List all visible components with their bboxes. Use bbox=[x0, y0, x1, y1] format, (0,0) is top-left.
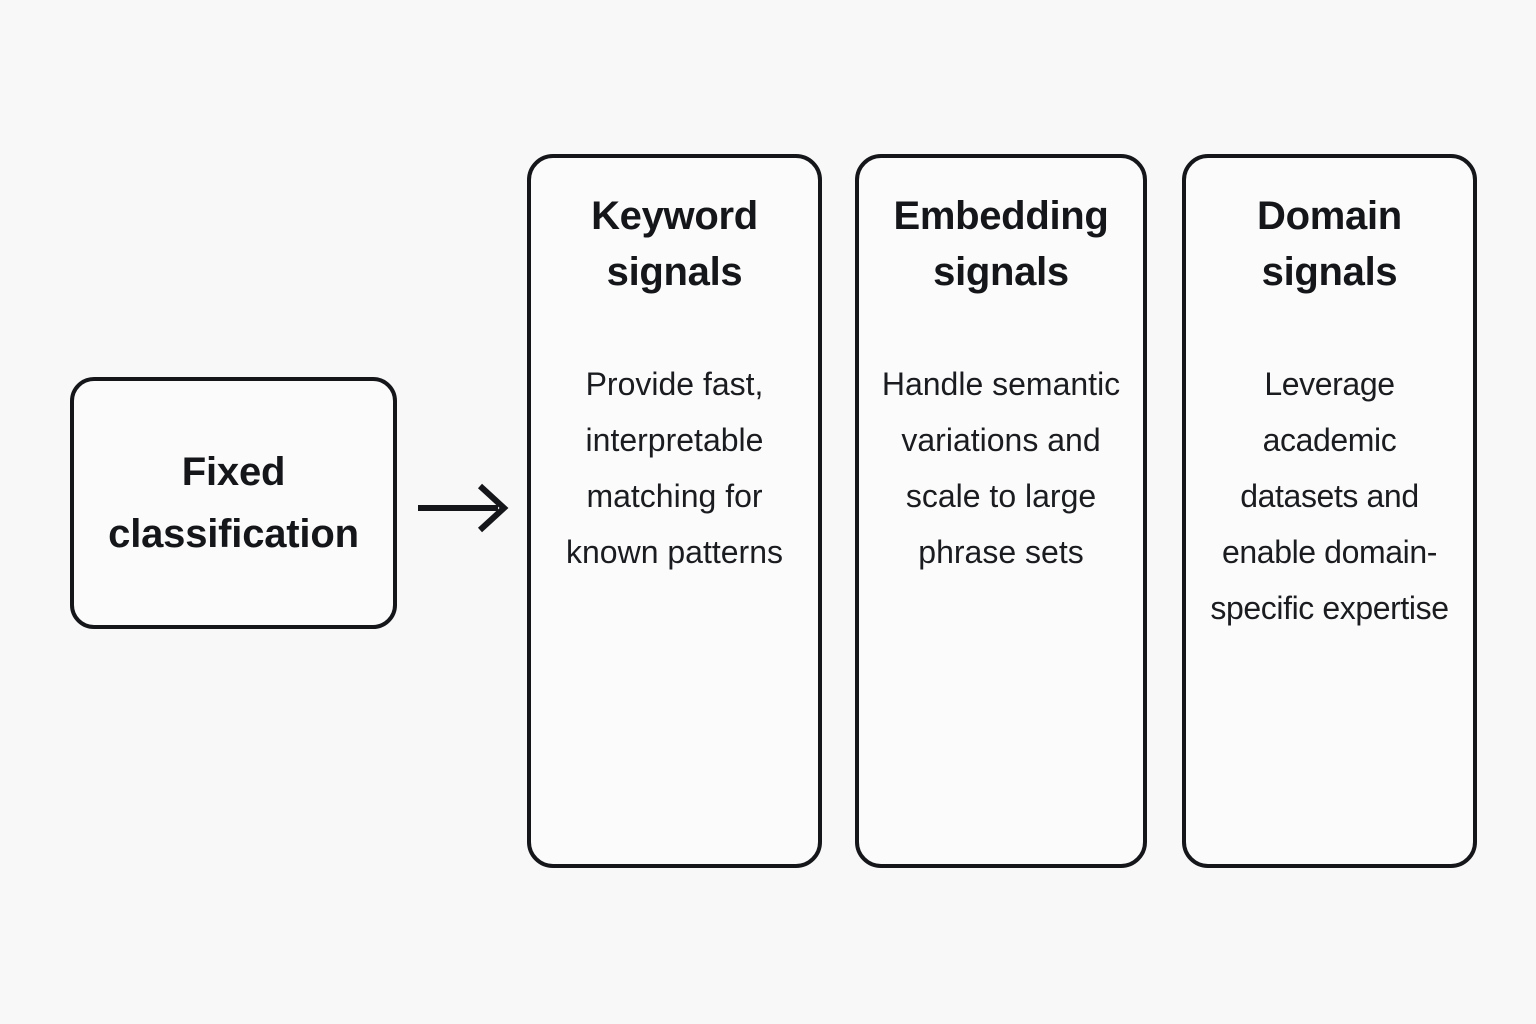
card-domain-signals[interactable]: Domain signals Leverage academic dataset… bbox=[1182, 154, 1477, 868]
card-embedding-signals[interactable]: Embedding signals Handle semantic variat… bbox=[855, 154, 1147, 868]
arrow-right-icon bbox=[410, 478, 514, 538]
card-embedding-signals-title: Embedding signals bbox=[893, 194, 1109, 294]
card-domain-signals-title: Domain signals bbox=[1257, 194, 1402, 294]
card-embedding-signals-body: Handle semantic variations and scale to … bbox=[881, 366, 1121, 570]
node-fixed-classification[interactable]: Fixed classification bbox=[70, 377, 397, 629]
card-keyword-signals-title: Keyword signals bbox=[591, 194, 758, 294]
card-domain-signals-body: Leverage academic datasets and enable do… bbox=[1210, 366, 1449, 626]
card-keyword-signals[interactable]: Keyword signals Provide fast, interpreta… bbox=[527, 154, 822, 868]
node-fixed-classification-label: Fixed classification bbox=[108, 450, 359, 556]
card-keyword-signals-body: Provide fast, interpretable matching for… bbox=[565, 366, 783, 570]
